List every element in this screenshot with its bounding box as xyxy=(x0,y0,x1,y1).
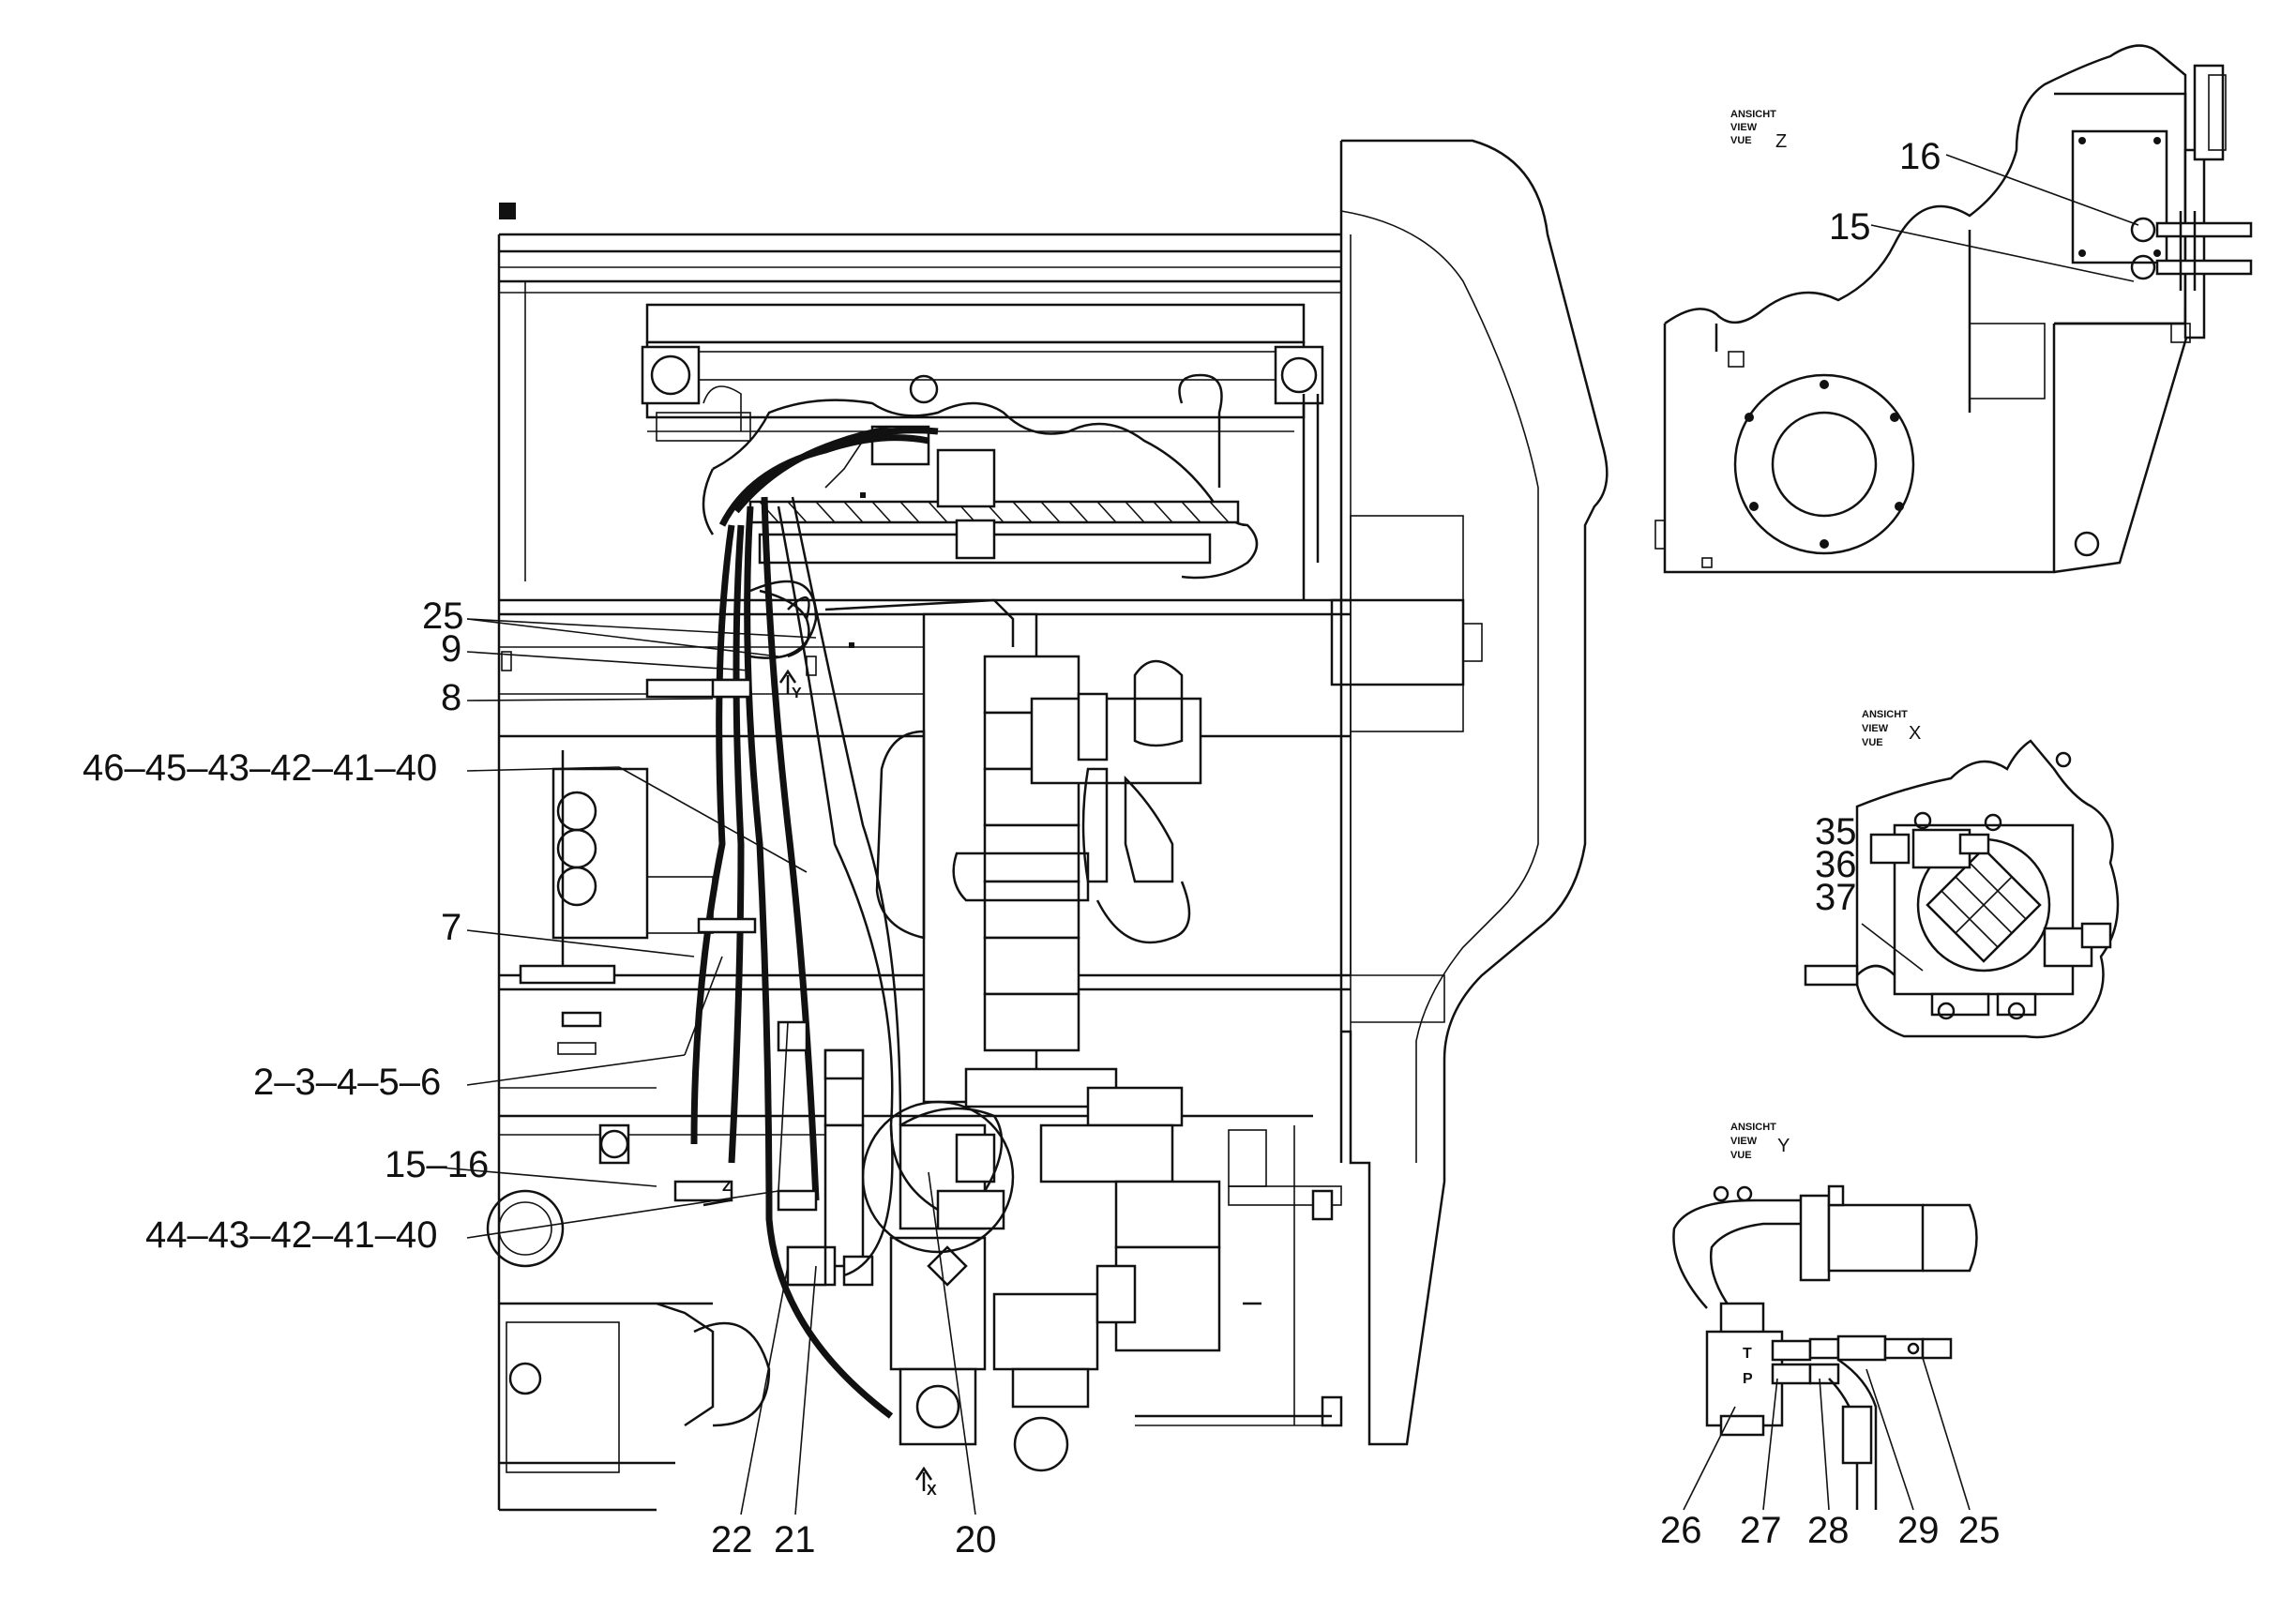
view-arrow-y: Y xyxy=(778,669,802,701)
view-x-title-line3: VUE xyxy=(1862,737,1883,748)
view-x-callout-35: 35 xyxy=(1815,811,1857,852)
leader-lines xyxy=(440,618,976,1515)
view-y-detail: ANSICHT VIEW VUE Y T P 26 27 28 xyxy=(1660,1122,2001,1551)
callout-44-43-42-41-40: 44–43–42–41–40 xyxy=(145,1214,437,1256)
view-y-letter: Y xyxy=(1777,1136,1790,1156)
callout-46-45-43-42-41-40: 46–45–43–42–41–40 xyxy=(83,747,437,789)
view-y-callout-26: 26 xyxy=(1660,1510,1702,1551)
view-x-letter: X xyxy=(1909,723,1921,744)
view-y-port-p: P xyxy=(1743,1371,1753,1387)
callout-21: 21 xyxy=(774,1519,816,1560)
corner-marker xyxy=(499,203,516,219)
view-z-title-line2: VIEW xyxy=(1730,122,1758,133)
callout-9: 9 xyxy=(441,628,461,670)
view-x-detail: ANSICHT VIEW VUE X 35 36 37 xyxy=(1804,709,2120,1039)
view-z-callout-15: 15 xyxy=(1829,206,1871,248)
callout-7: 7 xyxy=(441,907,461,948)
callouts-left: 25 9 8 46–45–43–42–41–40 7 2–3–4–5–6 15–… xyxy=(83,595,489,1256)
view-y-callout-27: 27 xyxy=(1740,1510,1782,1551)
view-arrow-z: Z xyxy=(702,1179,732,1207)
view-y-callout-28: 28 xyxy=(1807,1510,1850,1551)
callout-8: 8 xyxy=(441,677,461,718)
callout-20: 20 xyxy=(955,1519,997,1560)
callout-15-16: 15–16 xyxy=(385,1144,489,1185)
view-z-detail: ANSICHT VIEW VUE Z xyxy=(1654,44,2253,574)
view-y-port-t: T xyxy=(1743,1346,1752,1362)
callout-25: 25 xyxy=(422,595,464,637)
view-z-callout-16: 16 xyxy=(1899,136,1941,177)
view-x-title-line2: VIEW xyxy=(1862,723,1889,734)
view-y-callout-25: 25 xyxy=(1958,1510,2001,1551)
view-arrow-z-label: Z xyxy=(722,1179,732,1195)
view-y-callout-29: 29 xyxy=(1897,1510,1940,1551)
callout-22: 22 xyxy=(711,1519,753,1560)
view-y-title-line2: VIEW xyxy=(1730,1136,1758,1147)
view-z-title-line1: ANSICHT xyxy=(1730,109,1776,120)
callouts-bottom: 22 21 20 xyxy=(711,1519,997,1560)
view-z-letter: Z xyxy=(1775,131,1787,152)
view-z-title-line3: VUE xyxy=(1730,135,1752,146)
view-arrow-x-label: X xyxy=(927,1483,937,1499)
main-assembly-view: Y Z X 25 xyxy=(83,139,1609,1560)
view-x-title-line1: ANSICHT xyxy=(1862,709,1908,720)
view-arrow-y-label: Y xyxy=(792,686,802,701)
view-arrow-x: X xyxy=(914,1466,937,1499)
view-x-callout-36: 36 xyxy=(1815,844,1857,885)
callout-2-3-4-5-6: 2–3–4–5–6 xyxy=(253,1062,441,1103)
view-x-callout-37: 37 xyxy=(1815,877,1857,918)
view-y-title-line1: ANSICHT xyxy=(1730,1122,1776,1133)
view-y-title-line3: VUE xyxy=(1730,1150,1752,1161)
